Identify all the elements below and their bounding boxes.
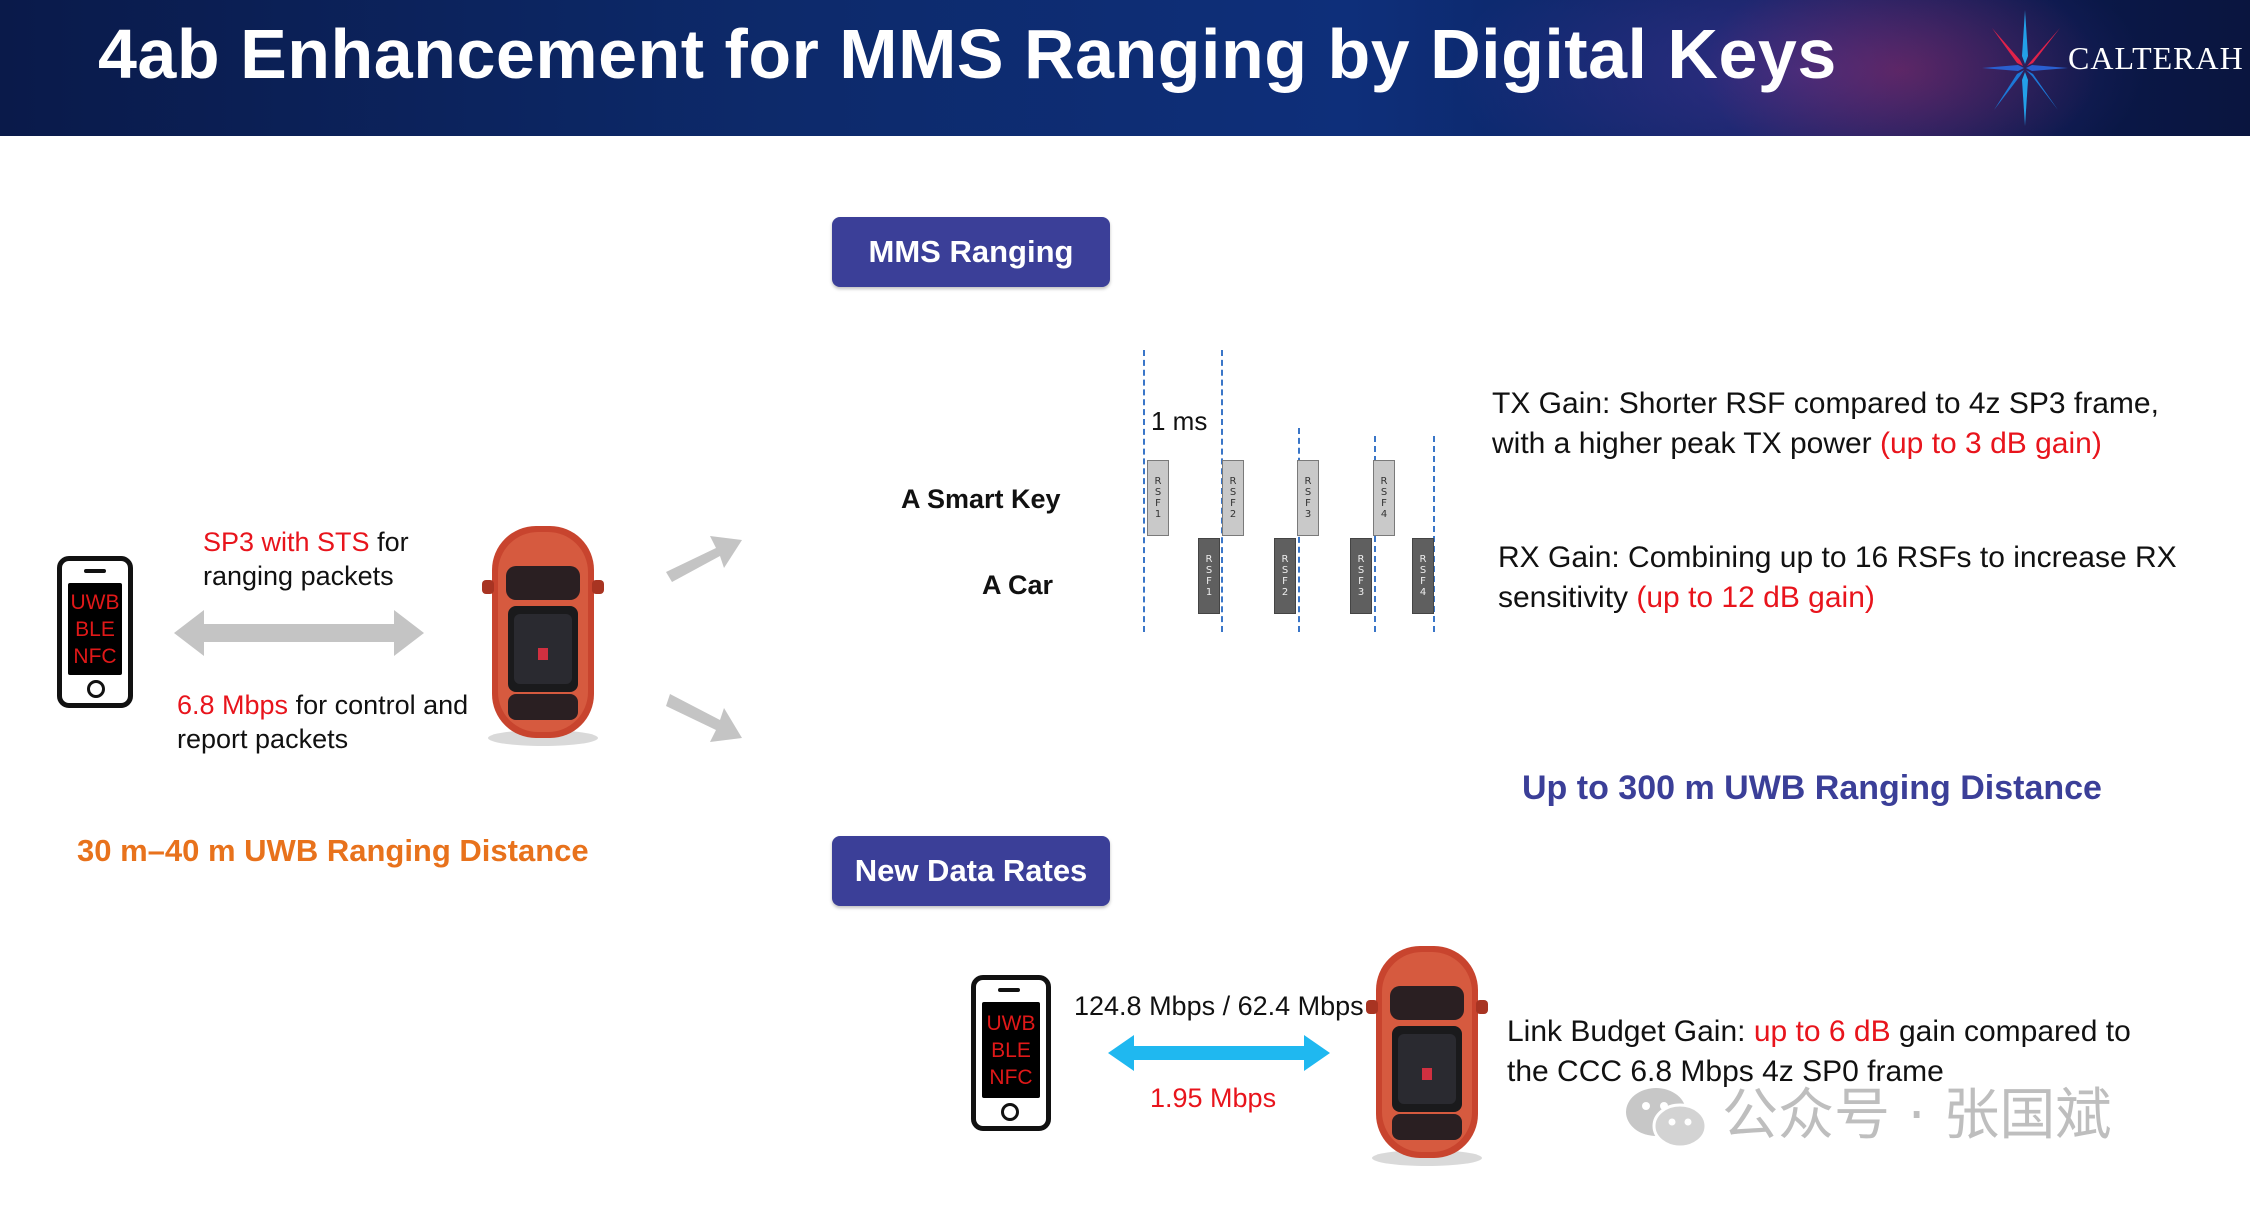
phone-screen: UWB BLE NFC	[982, 1002, 1040, 1098]
phone-label: UWB	[70, 590, 120, 614]
link-budget-text: Link Budget Gain:	[1507, 1015, 1754, 1048]
wechat-icon	[1626, 1088, 1708, 1149]
link-budget-highlight: up to 6 dB	[1753, 1015, 1891, 1048]
rate-caption: 6.8 Mbps for control and	[177, 688, 468, 722]
arrow-down-right-icon	[666, 694, 742, 742]
blue-double-arrow	[1108, 1035, 1330, 1071]
phone-bottom: UWB BLE NFC	[971, 975, 1051, 1131]
phone-label: BLE	[75, 617, 115, 641]
tx-gain-highlight: (up to 3 dB gain)	[1880, 427, 2102, 460]
phone-label: BLE	[991, 1038, 1031, 1062]
sp3-caption-line2: ranging packets	[203, 561, 394, 591]
page-title: 4ab Enhancement for MMS Ranging by Digit…	[98, 15, 1837, 93]
logo-text: CALTERAH	[2068, 40, 2244, 76]
watermark-text: 公众号 · 张国斌	[1722, 1083, 2112, 1148]
sp3-highlight: SP3 with STS	[203, 527, 370, 557]
phone-speaker	[998, 988, 1020, 992]
logo-star-icon	[1982, 10, 2068, 126]
header-banner: 4ab Enhancement for MMS Ranging by Digit…	[0, 0, 2250, 136]
smart-key-label: A Smart Key	[901, 484, 1061, 514]
mms-ranging-button[interactable]: MMS Ranging	[832, 217, 1110, 287]
tx-gain-line2: with a higher peak TX power (up to 3 dB …	[1492, 424, 2102, 464]
rx-gain-text: sensitivity	[1498, 581, 1637, 614]
phone-label: UWB	[986, 1011, 1036, 1035]
phone-speaker	[84, 569, 106, 573]
time-gridline	[1433, 436, 1435, 632]
time-interval-label: 1 ms	[1151, 406, 1208, 436]
tx-gain-line1: TX Gain: Shorter RSF compared to 4z SP3 …	[1492, 387, 2159, 420]
link-budget-suffix: gain compared to	[1890, 1015, 2131, 1048]
rx-gain-line1: RX Gain: Combining up to 16 RSFs to incr…	[1498, 541, 2177, 574]
rx-gain-line2: sensitivity (up to 12 dB gain)	[1498, 578, 1875, 618]
phone-label: NFC	[989, 1065, 1033, 1089]
new-data-rates-button[interactable]: New Data Rates	[832, 836, 1110, 906]
tx-gain-text: with a higher peak TX power	[1492, 427, 1880, 460]
rx-gain-highlight: (up to 12 dB gain)	[1636, 581, 1875, 614]
link-budget-line2: the CCC 6.8 Mbps 4z SP0 frame	[1507, 1055, 1944, 1088]
phone-home-button	[1001, 1103, 1019, 1121]
rate-highlight: 6.8 Mbps	[177, 690, 289, 720]
time-gridline	[1143, 350, 1145, 632]
car-label: A Car	[982, 570, 1054, 600]
phone-left: UWB BLE NFC	[57, 556, 133, 708]
rate-suffix: for control and	[288, 690, 469, 720]
car-left-image	[482, 526, 604, 746]
arrow-up-right-icon	[666, 536, 742, 582]
sp3-caption: SP3 with STS for	[203, 525, 409, 559]
phone-screen: UWB BLE NFC	[68, 583, 122, 675]
calterah-logo: CALTERAH	[1980, 6, 2250, 130]
left-distance-label: 30 m–40 m UWB Ranging Distance	[77, 833, 589, 868]
sp3-suffix: for	[369, 527, 409, 557]
car-bottom-image	[1366, 946, 1488, 1166]
rate-caption-line2: report packets	[177, 724, 349, 754]
phone-home-button	[87, 680, 105, 698]
low-rate-label: 1.95 Mbps	[1150, 1083, 1277, 1113]
gray-double-arrow	[174, 610, 424, 656]
mms-distance-label: Up to 300 m UWB Ranging Distance	[1522, 769, 2102, 807]
link-budget-line1: Link Budget Gain: up to 6 dB gain compar…	[1507, 1012, 2131, 1052]
high-rate-label: 124.8 Mbps / 62.4 Mbps	[1074, 991, 1364, 1021]
phone-label: NFC	[73, 644, 117, 668]
